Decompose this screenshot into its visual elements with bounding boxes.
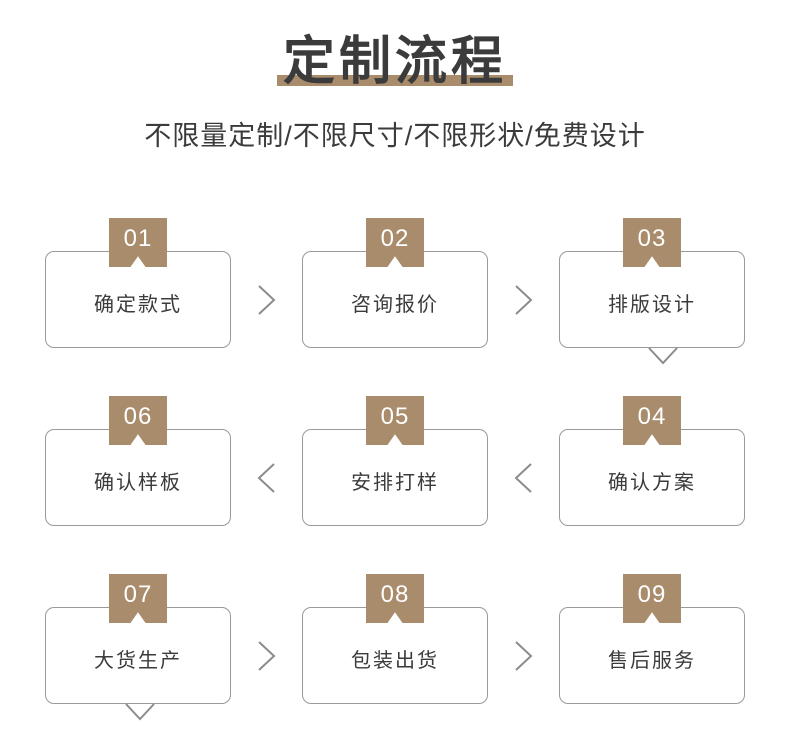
arrow-right-1: [231, 218, 302, 348]
flow-step-08[interactable]: 08 包装出货: [302, 574, 488, 704]
arrow-left-1: [231, 396, 302, 526]
arrow-left-2: [488, 396, 559, 526]
step-box: 咨询报价: [302, 251, 488, 348]
flow-row-2: 06 确认样板 05 安排打样 04 确认方案: [45, 396, 745, 721]
page-subtitle: 不限量定制/不限尺寸/不限形状/免费设计: [144, 121, 646, 151]
step-label: 安排打样: [351, 472, 439, 494]
page-title: 定制流程: [282, 32, 507, 92]
flow-step-09[interactable]: 09 售后服务: [559, 574, 745, 704]
step-label: 咨询报价: [351, 294, 439, 316]
flow-step-06[interactable]: 06 确认样板: [45, 396, 231, 526]
step-number-badge: 03: [623, 218, 681, 267]
chevron-left-icon: [256, 461, 278, 495]
step-label: 排版设计: [608, 294, 696, 316]
step-box: 包装出货: [302, 607, 488, 704]
step-box: 确定款式: [45, 251, 231, 348]
step-box: 确认样板: [45, 429, 231, 526]
step-box: 大货生产: [45, 607, 231, 704]
step-label: 确认方案: [608, 472, 696, 494]
flow-step-03[interactable]: 03 排版设计: [559, 218, 745, 348]
step-number-badge: 09: [623, 574, 681, 623]
title-underline-bar: [276, 75, 513, 86]
step-label: 确认样板: [94, 472, 182, 494]
process-flow-diagram: 01 确定款式 02 咨询报价 03 排版设计: [45, 218, 745, 721]
step-box: 确认方案: [559, 429, 745, 526]
chevron-right-icon: [513, 639, 535, 673]
chevron-right-icon: [256, 283, 278, 317]
flow-step-05[interactable]: 05 安排打样: [302, 396, 488, 526]
step-box: 售后服务: [559, 607, 745, 704]
flow-row-3: 07 大货生产 08 包装出货 09 售后服务: [45, 574, 745, 704]
step-box: 排版设计: [559, 251, 745, 348]
step-box: 安排打样: [302, 429, 488, 526]
chevron-down-icon-03-to-04: [646, 345, 678, 375]
flow-step-02[interactable]: 02 咨询报价: [302, 218, 488, 348]
flow-step-07[interactable]: 07 大货生产: [45, 574, 231, 704]
flow-step-01[interactable]: 01 确定款式: [45, 218, 231, 348]
chevron-down-icon-06-to-07: [123, 701, 155, 731]
step-label: 大货生产: [94, 650, 182, 672]
step-number-badge: 08: [366, 574, 424, 623]
step-label: 售后服务: [608, 650, 696, 672]
chevron-left-icon: [513, 461, 535, 495]
step-label: 包装出货: [351, 650, 439, 672]
step-number-badge: 02: [366, 218, 424, 267]
flow-row-1: 01 确定款式 02 咨询报价 03 排版设计: [45, 218, 745, 365]
arrow-right-3: [231, 574, 302, 704]
chevron-right-icon: [513, 283, 535, 317]
flow-step-04[interactable]: 04 确认方案: [559, 396, 745, 526]
step-number-badge: 07: [109, 574, 167, 623]
arrow-right-4: [488, 574, 559, 704]
arrow-right-2: [488, 218, 559, 348]
page-title-wrap: 定制流程: [276, 32, 513, 92]
step-label: 确定款式: [94, 294, 182, 316]
chevron-right-icon: [256, 639, 278, 673]
page-header: 定制流程 不限量定制/不限尺寸/不限形状/免费设计: [0, 0, 790, 153]
